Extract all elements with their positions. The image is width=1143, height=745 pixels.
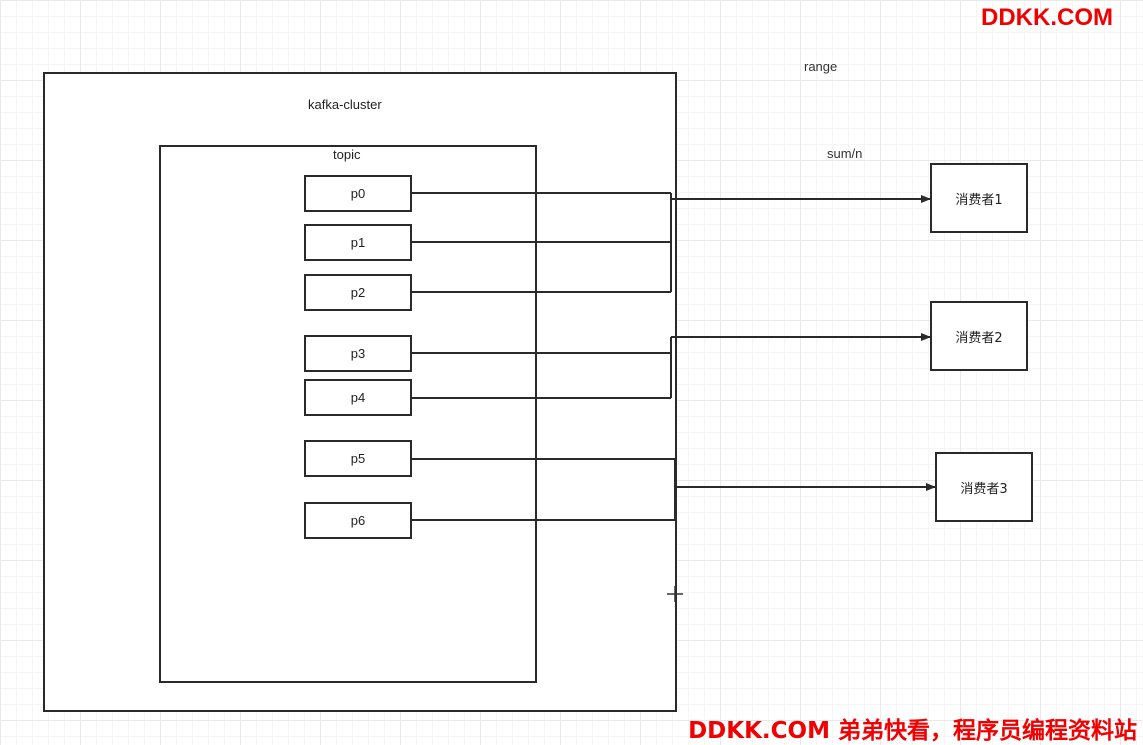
partition-p2: p2 [304,274,412,311]
partition-p1: p1 [304,224,412,261]
partition-p5: p5 [304,440,412,477]
crosshair-cursor-icon [667,586,683,602]
partition-p3: p3 [304,335,412,372]
consumer-3-box: 消费者3 [935,452,1033,522]
partition-p0: p0 [304,175,412,212]
partition-p4: p4 [304,379,412,416]
watermark-bottom: DDKK.COM 弟弟快看，程序员编程资料站 [688,718,1137,744]
consumer-2-box: 消费者2 [930,301,1028,371]
formula-label: sum/n [827,146,863,161]
strategy-label: range [804,59,838,74]
kafka-cluster-label: kafka-cluster [308,97,382,112]
partition-p6: p6 [304,502,412,539]
topic-label: topic [333,147,361,162]
watermark-top: DDKK.COM [981,4,1113,31]
consumer-1-box: 消费者1 [930,163,1028,233]
